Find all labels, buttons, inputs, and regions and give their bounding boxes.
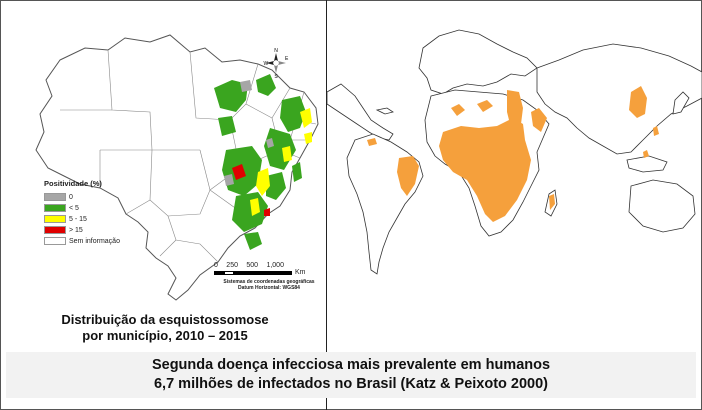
endemic-brazil [397,156,419,196]
legend-item: 0 [44,192,144,202]
brazil-map-caption: Distribuição da esquistossomose por muni… [20,312,310,344]
southeast-asia-islands [626,155,668,173]
scale-bar-graphic [214,271,292,275]
caption-line-2: por município, 2010 – 2015 [82,328,248,343]
summary-line-1: Segunda doença infecciosa mais prevalent… [151,357,551,373]
legend-label: > 15 [69,226,83,234]
coordinate-system-note: Sistemas de coordenadas geográficas [223,279,315,285]
summary-line-2: 6,7 milhões de infectados no Brasil (Kat… [153,376,549,392]
brazil-map-panel: N S W E Positividade (%) 0 < 5 5 - 15 > … [0,0,326,350]
australia [628,179,696,233]
positivity-zero-areas [224,80,274,186]
compass-north: N [274,48,278,54]
world-map [327,29,702,275]
legend-label: 0 [69,193,73,201]
endemic-indonesia [643,150,649,158]
south-america [346,133,424,275]
compass-south: S [274,74,278,78]
compass-rose: N S W E [263,48,290,78]
legend-item: Sem informação [44,236,144,246]
scale-unit: Km [295,269,306,276]
endemic-china [629,86,647,118]
summary-band: Segunda doença infecciosa mais prevalent… [6,352,696,398]
legend-item: < 5 [44,203,144,213]
europe [418,29,538,95]
endemic-africa [439,118,531,222]
scale-tick: 0 [214,262,218,269]
datum-note: Datum Horizontal: WGS84 [238,285,300,291]
japan [672,91,690,115]
brazil-map [35,34,319,301]
positivity-mid-areas [250,108,312,216]
endemic-philippines [653,126,659,136]
brazil-outline [35,34,319,301]
legend-swatch [44,193,66,201]
legend-item: 5 - 15 [44,214,144,224]
legend-swatch [44,237,66,245]
scale-notes: Sistemas de coordenadas geográficas Datu… [214,279,324,291]
world-map-panel [327,0,702,350]
endemic-nile [507,90,523,128]
compass-icon: N S W E [264,48,290,78]
legend-item: > 15 [44,225,144,235]
legend-title: Positividade (%) [44,179,102,188]
north-america [327,83,394,141]
endemic-regions [367,86,659,222]
legend-swatch [44,226,66,234]
endemic-north-africa-2 [477,100,493,112]
endemic-madagascar [549,194,555,210]
legend-swatch [44,204,66,212]
scale-bar: 0 250 500 1,000 Km Sistemas de coordenad… [214,262,324,291]
scale-ticks: 0 250 500 1,000 [214,262,284,269]
caption-line-1: Distribuição da esquistossomose [61,312,269,327]
legend-label: < 5 [69,204,79,212]
endemic-middle-east [531,108,547,132]
scale-tick: 1,000 [266,262,284,269]
scale-tick: 500 [246,262,259,269]
legend-swatch [44,215,66,223]
scale-tick: 250 [226,262,238,269]
panel-divider [326,0,327,410]
compass-west: W [264,61,269,67]
compass-east: E [285,56,289,62]
legend-label: 5 - 15 [69,215,87,223]
positivity-high-areas [232,164,270,216]
map-legend: Positividade (%) 0 < 5 5 - 15 > 15 Sem i… [44,179,144,247]
legend-label: Sem informação [69,237,120,245]
endemic-north-africa-1 [451,104,465,116]
caribbean [375,107,394,115]
endemic-venezuela [367,138,377,146]
